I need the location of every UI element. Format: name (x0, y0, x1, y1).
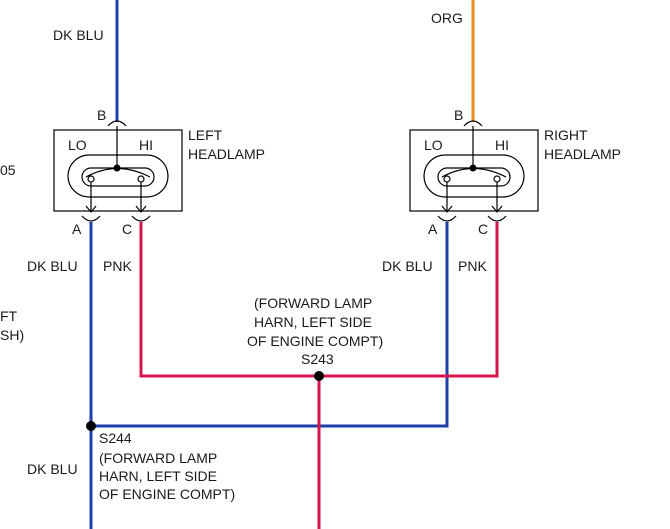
right-pin-c: C (478, 221, 488, 237)
edge-fragment-3: SH) (0, 327, 24, 343)
left-headlamp-title-2: HEADLAMP (188, 146, 265, 162)
left-pin-a: A (72, 221, 82, 237)
right-headlamp-title-2: HEADLAMP (544, 146, 621, 162)
wire-label-left-c: PNK (103, 258, 132, 274)
wire-dk-blu-right-a (91, 222, 449, 428)
wire-pnk-left-c (139, 222, 319, 378)
s243-desc-2: HARN, LEFT SIDE (254, 314, 372, 330)
left-lo-label: LO (68, 137, 87, 153)
left-pin-c: C (122, 221, 132, 237)
left-headlamp-title-1: LEFT (188, 127, 223, 143)
splice-s243-dot (314, 371, 324, 381)
wire-label-right-a: DK BLU (382, 258, 433, 274)
right-pin-a: A (428, 221, 438, 237)
right-lo-label: LO (424, 137, 443, 153)
left-headlamp-symbol (53, 120, 183, 222)
s244-id: S244 (99, 430, 132, 446)
s243-desc-3: OF ENGINE COMPT) (247, 333, 383, 349)
s244-desc-1: (FORWARD LAMP (99, 450, 217, 466)
left-pin-b: B (97, 107, 106, 123)
splice-s244-dot (86, 421, 96, 431)
wire-label-left-a: DK BLU (27, 258, 78, 274)
s244-desc-3: OF ENGINE COMPT) (99, 486, 235, 502)
s243-desc-1: (FORWARD LAMP (254, 295, 372, 311)
wire-label-org-top: ORG (431, 10, 463, 26)
edge-fragment-1: 05 (0, 162, 16, 178)
right-headlamp-title-1: RIGHT (544, 127, 588, 143)
right-headlamp-symbol (409, 120, 539, 222)
left-hi-label: HI (139, 137, 153, 153)
right-pin-b: B (454, 107, 463, 123)
wire-label-dk-blu-top: DK BLU (53, 27, 104, 43)
wire-pnk-right-c (319, 222, 499, 378)
edge-fragment-2: FT (0, 308, 18, 324)
s243-id: S243 (301, 351, 334, 367)
wire-label-right-c: PNK (458, 258, 487, 274)
s244-desc-2: HARN, LEFT SIDE (99, 468, 217, 484)
right-hi-label: HI (495, 137, 509, 153)
wire-label-bottom: DK BLU (27, 461, 78, 477)
